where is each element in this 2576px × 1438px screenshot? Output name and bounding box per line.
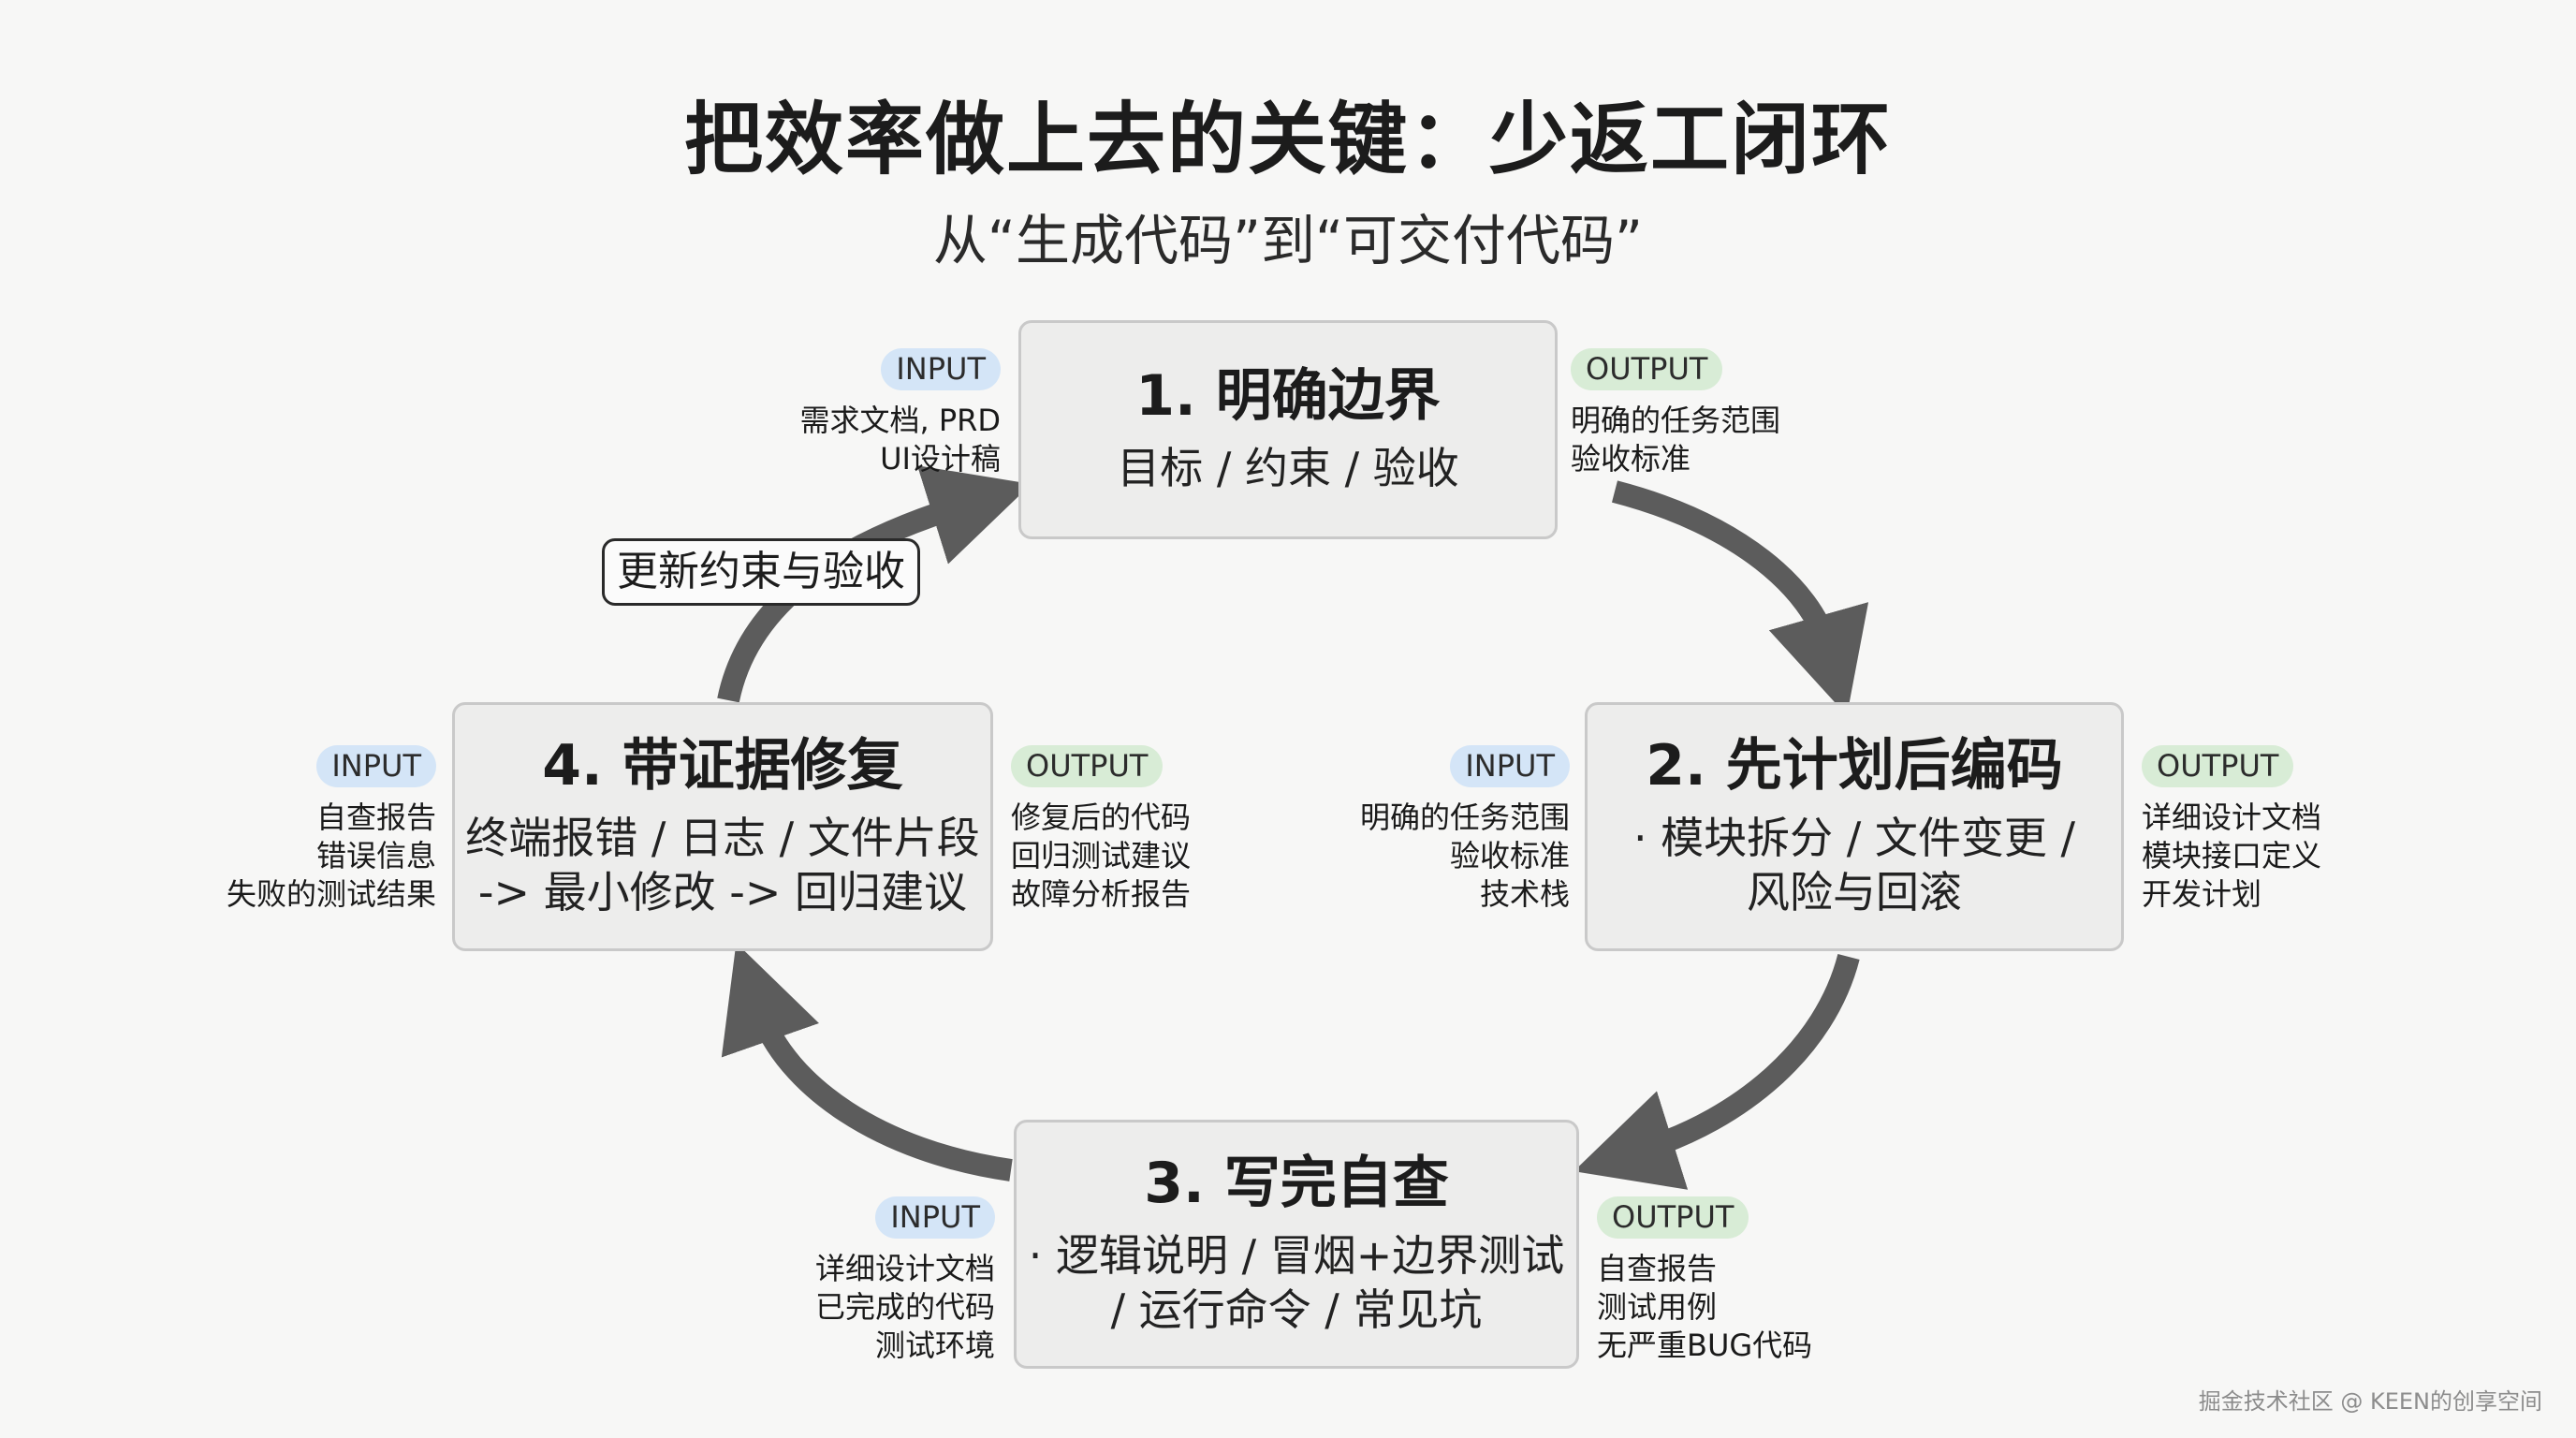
step-1-body: 目标 / 约束 / 验收: [1117, 442, 1458, 496]
io-item: 自查报告: [1597, 1251, 1718, 1287]
output-badge: OUTPUT: [1597, 1196, 1749, 1240]
step-2-title: 2. 先计划后编码: [1646, 733, 2063, 799]
io-item: 自查报告: [315, 800, 436, 836]
io-item: 明确的任务范围: [1571, 403, 1781, 439]
step-3-output: OUTPUT 自查报告 测试用例 无严重BUG代码: [1597, 1196, 1812, 1365]
step-2-box: 2. 先计划后编码 · 模块拆分 / 文件变更 / 风险与回滚: [1585, 702, 2124, 951]
io-item: 需求文档, PRD: [799, 403, 1001, 439]
loop-label-update-constraints: 更新约束与验收: [602, 538, 920, 606]
io-item: 模块接口定义: [2142, 838, 2322, 874]
step-2-input: INPUT 明确的任务范围 验收标准 技术栈: [1360, 745, 1570, 914]
io-item: 失败的测试结果: [226, 876, 436, 913]
arrow-step2-to-step3: [1573, 953, 1860, 1190]
step-3-body: · 逻辑说明 / 冒烟+边界测试 / 运行命令 / 常见坑: [1029, 1229, 1565, 1337]
io-item: 回归测试建议: [1011, 838, 1192, 874]
page-subtitle: 从“生成代码”到“可交付代码”: [932, 209, 1644, 272]
step-1-body-line: 目标 / 约束 / 验收: [1117, 442, 1459, 493]
arrow-step1-to-step2: [1611, 480, 1869, 716]
step-4-body: 终端报错 / 日志 / 文件片段 -> 最小修改 -> 回归建议: [465, 812, 979, 919]
step-3-box: 3. 写完自查 · 逻辑说明 / 冒烟+边界测试 / 运行命令 / 常见坑: [1014, 1120, 1579, 1369]
input-badge: INPUT: [1450, 745, 1570, 788]
step-2-output: OUTPUT 详细设计文档 模块接口定义 开发计划: [2142, 745, 2321, 914]
io-item: 验收标准: [1449, 838, 1570, 874]
arrow-step3-to-step4: [721, 943, 1013, 1181]
step-2-body-line: 风险与回滚: [1746, 866, 1962, 917]
io-item: 错误信息: [315, 838, 436, 874]
io-item: 开发计划: [2142, 876, 2262, 913]
io-item: 详细设计文档: [2142, 800, 2322, 836]
output-badge: OUTPUT: [2142, 745, 2294, 788]
step-1-input: INPUT 需求文档, PRD UI设计稿: [799, 348, 1001, 478]
io-item: 技术栈: [1479, 876, 1570, 913]
output-badge: OUTPUT: [1011, 745, 1164, 788]
step-1-box: 1. 明确边界 目标 / 约束 / 验收: [1018, 320, 1558, 539]
io-item: 验收标准: [1571, 441, 1691, 477]
page-title: 把效率做上去的关键：少返工闭环: [683, 94, 1892, 185]
step-3-title: 3. 写完自查: [1144, 1151, 1449, 1216]
step-3-input: INPUT 详细设计文档 已完成的代码 测试环境: [815, 1196, 995, 1365]
step-1-output: OUTPUT 明确的任务范围 验收标准: [1571, 348, 1780, 478]
step-4-input: INPUT 自查报告 错误信息 失败的测试结果: [227, 745, 436, 914]
step-3-body-line: / 运行命令 / 常见坑: [1110, 1284, 1483, 1335]
io-item: 测试环境: [874, 1328, 995, 1364]
io-item: 详细设计文档: [814, 1251, 995, 1287]
step-4-box: 4. 带证据修复 终端报错 / 日志 / 文件片段 -> 最小修改 -> 回归建…: [452, 702, 993, 951]
input-badge: INPUT: [875, 1196, 995, 1240]
output-badge: OUTPUT: [1571, 348, 1723, 391]
io-item: UI设计稿: [880, 441, 1001, 477]
input-badge: INPUT: [881, 348, 1001, 391]
step-4-body-line: -> 最小修改 -> 回归建议: [477, 866, 968, 917]
watermark: 掘金技术社区 @ KEEN的创享空间: [2198, 1388, 2542, 1415]
step-4-output: OUTPUT 修复后的代码 回归测试建议 故障分析报告: [1011, 745, 1191, 914]
io-item: 修复后的代码: [1011, 800, 1192, 836]
step-1-title: 1. 明确边界: [1135, 362, 1441, 429]
input-badge: INPUT: [316, 745, 436, 788]
step-4-title: 4. 带证据修复: [542, 733, 903, 799]
step-2-body-line: · 模块拆分 / 文件变更 /: [1632, 813, 2076, 863]
io-item: 明确的任务范围: [1359, 800, 1570, 836]
step-3-body-line: · 逻辑说明 / 冒烟+边界测试: [1028, 1230, 1565, 1281]
step-2-body: · 模块拆分 / 文件变更 / 风险与回滚: [1633, 812, 2075, 919]
io-item: 故障分析报告: [1011, 876, 1192, 913]
io-item: 已完成的代码: [814, 1289, 995, 1326]
step-4-body-line: 终端报错 / 日志 / 文件片段: [465, 813, 980, 863]
io-item: 测试用例: [1597, 1289, 1718, 1326]
io-item: 无严重BUG代码: [1597, 1328, 1813, 1364]
